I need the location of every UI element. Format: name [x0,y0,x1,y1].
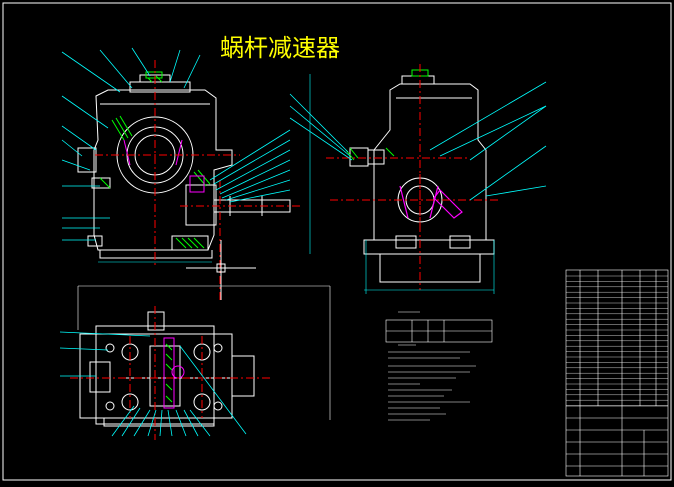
front-view-leaders [61,47,291,241]
front-view-parts [123,139,205,193]
side-view [349,75,495,283]
parts-list [565,269,669,477]
top-view-leaders [59,331,247,437]
side-view-leaders [289,81,547,201]
front-view-centerlines [95,60,300,300]
top-view-hatching [165,343,173,403]
parts-list-rows [566,275,668,406]
technical-notes [385,311,493,421]
front-view [77,74,291,259]
side-view-dimensions [364,240,495,294]
side-view-centerlines [326,64,500,290]
top-view-dimensions [77,285,331,420]
side-view-parts [399,185,463,219]
front-view-hatching [99,71,211,249]
top-view-centerlines [70,306,270,440]
top-view [79,311,255,427]
drawing-title: 蜗杆减速器 [220,34,340,62]
front-view-crosshair [186,240,256,300]
sheet-border [2,2,672,481]
front-view-dimensions [98,74,311,263]
